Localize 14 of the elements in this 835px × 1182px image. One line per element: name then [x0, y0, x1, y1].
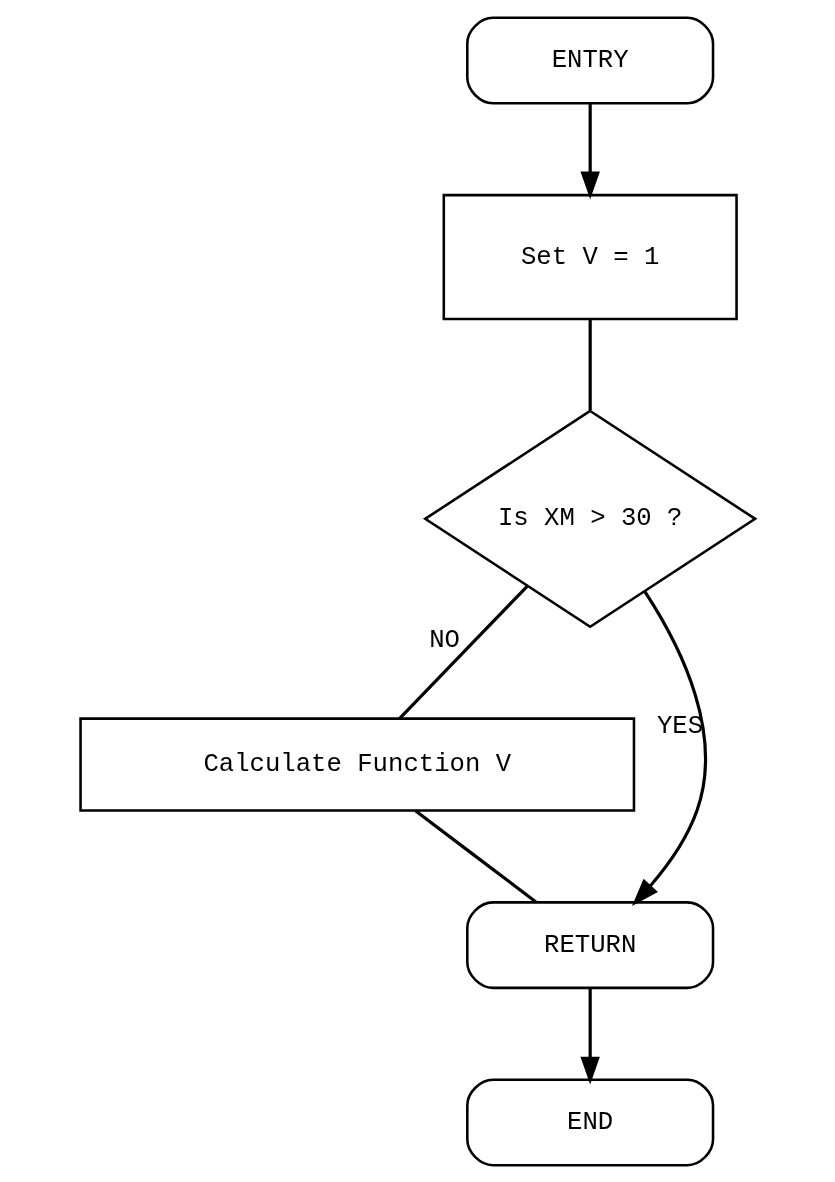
node-box: RETURN	[465, 900, 714, 989]
arrow	[631, 590, 707, 906]
connector	[398, 584, 528, 720]
arrow	[579, 987, 600, 1084]
edge-label: NO	[428, 625, 460, 655]
node-box: Set V = 1	[442, 193, 738, 320]
edge-label: YES	[656, 711, 703, 741]
arrow	[579, 102, 600, 199]
node-box: ENTRY	[465, 16, 714, 104]
node-box: END	[465, 1078, 714, 1166]
node-box: Calculate Function V	[78, 716, 635, 812]
node-diamond: Is XM > 30 ?	[422, 408, 757, 628]
connector	[413, 808, 537, 903]
connector	[588, 319, 592, 410]
